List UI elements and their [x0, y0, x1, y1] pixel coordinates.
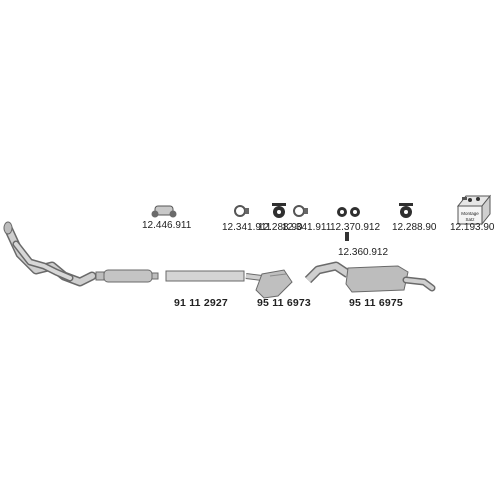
pipe-clamp-icon: [151, 205, 177, 218]
part-label-mounting-kit: 12.193.90: [450, 222, 495, 233]
part-label-middle-silencer: 95 11 6973: [257, 297, 311, 309]
part-label-ring-clamp-b: 12.341.911: [282, 222, 332, 233]
ring-clamp-icon: [293, 205, 308, 217]
rubber-hanger-icon: [399, 203, 413, 218]
part-label-bolt: 12.360.912: [338, 247, 389, 258]
part-label-hanger-top-left: 12.288.90: [258, 222, 303, 233]
bolt-icon: [345, 232, 349, 241]
part-label-rear-silencer: 95 11 6975: [349, 297, 403, 309]
part-label-straight-pipe: 91 11 2927: [174, 297, 228, 309]
mounting-kit-box-text-1: Montage: [461, 211, 479, 216]
mounting-kit-box-text-2: Satz: [465, 217, 475, 222]
mounting-kit-box-icon: Montage Satz: [456, 194, 492, 226]
front-silencer-icon: [95, 269, 159, 283]
straight-pipe-icon: [165, 270, 245, 282]
part-label-clamp-left: 12.446.911: [142, 220, 192, 231]
front-pipe-icon: [3, 221, 97, 287]
ring-clamp-icon: [234, 205, 249, 217]
rubber-hanger-icon: [272, 203, 286, 218]
rear-silencer-icon: [304, 261, 436, 293]
rubber-hanger-pair-icon: [337, 207, 360, 217]
part-label-ring-clamp-a: 12.341.911: [222, 222, 272, 233]
part-label-hanger-pair: 12.370.912: [330, 222, 381, 233]
middle-silencer-icon: [245, 269, 293, 299]
part-label-hanger-top-right: 12.288.90: [392, 222, 437, 233]
